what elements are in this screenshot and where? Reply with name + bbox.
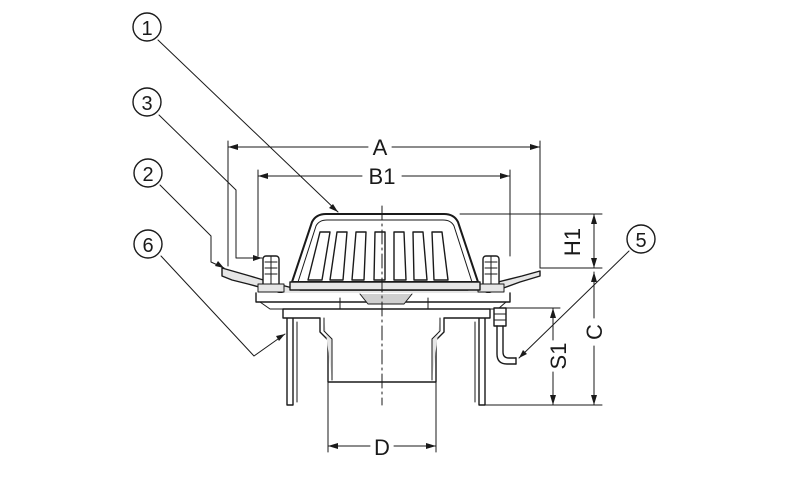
dimension-c-label: C [582, 324, 607, 340]
dimension-d-label: D [374, 435, 390, 460]
dimension-d [327, 404, 437, 453]
dimension-a [227, 140, 541, 269]
drain-body [282, 308, 491, 406]
dimension-b1-label: B1 [369, 164, 396, 189]
callout-3: 3 [132, 87, 162, 117]
callout-6-label: 6 [142, 235, 153, 257]
dome-strainer [289, 213, 481, 291]
callout-5-label: 5 [635, 230, 646, 252]
callout-5: 5 [626, 224, 656, 254]
dimension-a-label: A [373, 135, 388, 160]
callout-6: 6 [133, 229, 163, 259]
dimension-c [484, 271, 603, 406]
callout-1: 1 [132, 12, 162, 42]
clamp-bolt-left [257, 255, 285, 293]
callout-2: 2 [133, 158, 163, 188]
dimension-s1 [505, 307, 561, 406]
side-fitting [493, 307, 517, 365]
callout-1-label: 1 [141, 18, 152, 40]
dimension-s1-label: S1 [546, 343, 571, 370]
dimension-b1 [257, 169, 511, 257]
callout-2-label: 2 [142, 164, 153, 186]
callout-3-label: 3 [141, 93, 152, 115]
dimension-h1 [459, 213, 603, 269]
dimension-h1-label: H1 [560, 228, 585, 256]
clamp-bolt-right [477, 255, 505, 293]
leader-lines [157, 39, 630, 359]
